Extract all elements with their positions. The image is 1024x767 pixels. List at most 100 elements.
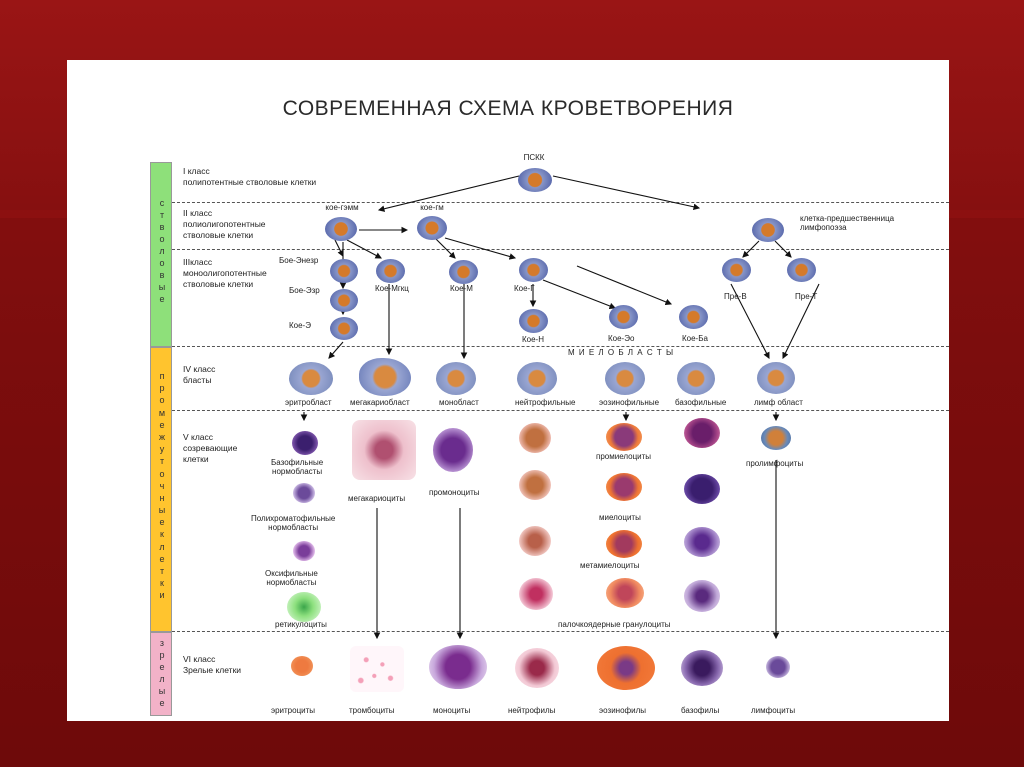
lineage-arrows <box>300 175 820 640</box>
divider-class-5-6 <box>172 631 949 632</box>
basophilic-myelocyte-cell <box>684 474 720 504</box>
boe-ezr-cell <box>330 289 358 312</box>
koe-eo-cell <box>609 305 638 329</box>
band-granulocytes-label: палочкоядерные гранулоциты <box>558 620 671 629</box>
neutrophilic-metamyelocyte-cell <box>519 526 551 556</box>
koe-gm-cell <box>417 216 447 240</box>
megakaryoblast-label: мегакариобласт <box>350 398 410 407</box>
neutrophilic-label: нейтрофильные <box>515 398 576 407</box>
basophilic-normoblast-cell <box>292 431 318 455</box>
boe-ezer-label: Бое-Энезр <box>279 256 319 265</box>
eosinophil-cell <box>597 646 655 690</box>
promyelocytes-label: промиелоциты <box>596 452 652 461</box>
metamyelocytes-label: метамиелоциты <box>580 561 640 570</box>
neutrophilic-myelocyte-cell <box>519 470 551 500</box>
basophilic-myeloblast-cell <box>677 362 715 395</box>
neutrophilic-band-cell <box>519 578 553 610</box>
koe-ba-label: Кое-Ба <box>682 334 708 343</box>
basophils-label: базофилы <box>681 706 720 715</box>
pre-b-cell <box>722 258 751 282</box>
basophilic-metamyelocyte-cell <box>684 527 720 557</box>
koe-gm-label: кое-гм <box>420 203 444 212</box>
koe-mgkc-label: Кое-Мгкц <box>375 284 409 293</box>
basophil-cell <box>681 650 723 686</box>
megakaryocyte-cell <box>352 420 416 480</box>
reticulocytes-label: ретикулоциты <box>275 620 327 629</box>
koe-n-label: Кое-Н <box>522 335 544 344</box>
koe-e-cell <box>330 317 358 340</box>
basophilic-label: базофильные <box>675 398 727 407</box>
divider-class-1-2 <box>172 202 949 203</box>
koe-eo-label: Кое-Эо <box>608 334 635 343</box>
monoblast-label: монобласт <box>439 398 479 407</box>
koe-gemm-label: кое-гэмм <box>325 203 359 212</box>
erythrocytes-label: эритроциты <box>271 706 316 715</box>
eosinophilic-label: эозинофильные <box>599 398 660 407</box>
lymphoblast-label: лимф област <box>754 398 803 407</box>
eosinophils-label: эозинофилы <box>599 706 647 715</box>
reticulocyte-cell <box>287 592 321 622</box>
neutrophil-cell <box>515 648 559 688</box>
koe-e-label: Кое-Э <box>289 321 311 330</box>
koe-mgkc-cell <box>376 259 405 283</box>
basophilic-band-cell <box>684 580 720 612</box>
lymphocyte-cell <box>766 656 790 678</box>
platelets-cell <box>350 646 404 692</box>
monocyte-cell <box>429 645 487 689</box>
erythrocyte-cell <box>291 656 313 676</box>
koe-m-label: Кое-М <box>450 284 473 293</box>
psk-label: ПСКК <box>523 153 545 162</box>
basophilic-promyelocyte-cell <box>684 418 720 448</box>
divider-class-3-4 <box>172 346 949 347</box>
promonocyte-cell <box>433 428 473 472</box>
erythroblast-cell <box>289 362 333 395</box>
lymphoblast-cell <box>757 362 795 394</box>
oxyphilic-normoblast-cell <box>293 541 315 561</box>
koe-g-cell <box>519 258 548 282</box>
koe-n-cell <box>519 309 548 333</box>
prolymphocytes-label: пролимфоциты <box>746 459 804 468</box>
psk-cell <box>518 168 552 192</box>
diagram-title: СОВРЕМЕННАЯ СХЕМА КРОВЕТВОРЕНИЯ <box>282 97 734 120</box>
pre-b-label: Пре-В <box>724 292 747 301</box>
divider-class-4-5 <box>172 410 949 411</box>
promonocytes-label: промоноциты <box>429 488 480 497</box>
polychromatophilic-normoblast-cell <box>293 483 315 503</box>
koe-m-cell <box>449 260 478 284</box>
eosinophilic-myelocyte-cell <box>606 473 642 501</box>
koe-g-label: Кое-Г <box>514 284 535 293</box>
neutrophilic-myeloblast-cell <box>517 362 557 395</box>
eosinophilic-band-cell <box>606 578 644 608</box>
boe-ezer-cell <box>330 259 358 283</box>
eosinophilic-myeloblast-cell <box>605 362 645 395</box>
prolymphocyte-cell <box>761 426 791 450</box>
monocytes-label: моноциты <box>433 706 471 715</box>
thrombocytes-label: тромбоциты <box>349 706 395 715</box>
myeloblasts-label: М И Е Л О Б Л А С Т Ы <box>568 348 675 357</box>
megakaryoblast-cell <box>359 358 411 396</box>
eosinophilic-metamyelocyte-cell <box>606 530 642 558</box>
pre-t-cell <box>787 258 816 282</box>
eosinophilic-promyelocyte-cell <box>606 423 642 451</box>
lymphocytes-label: лимфоциты <box>751 706 796 715</box>
erythroblast-label: эритробласт <box>285 398 332 407</box>
myelocytes-label: миелоциты <box>599 513 641 522</box>
megakaryocytes-label: мегакариоциты <box>348 494 406 503</box>
boe-ezr-label: Бое-Эзр <box>289 286 320 295</box>
koe-gemm-cell <box>325 217 357 241</box>
